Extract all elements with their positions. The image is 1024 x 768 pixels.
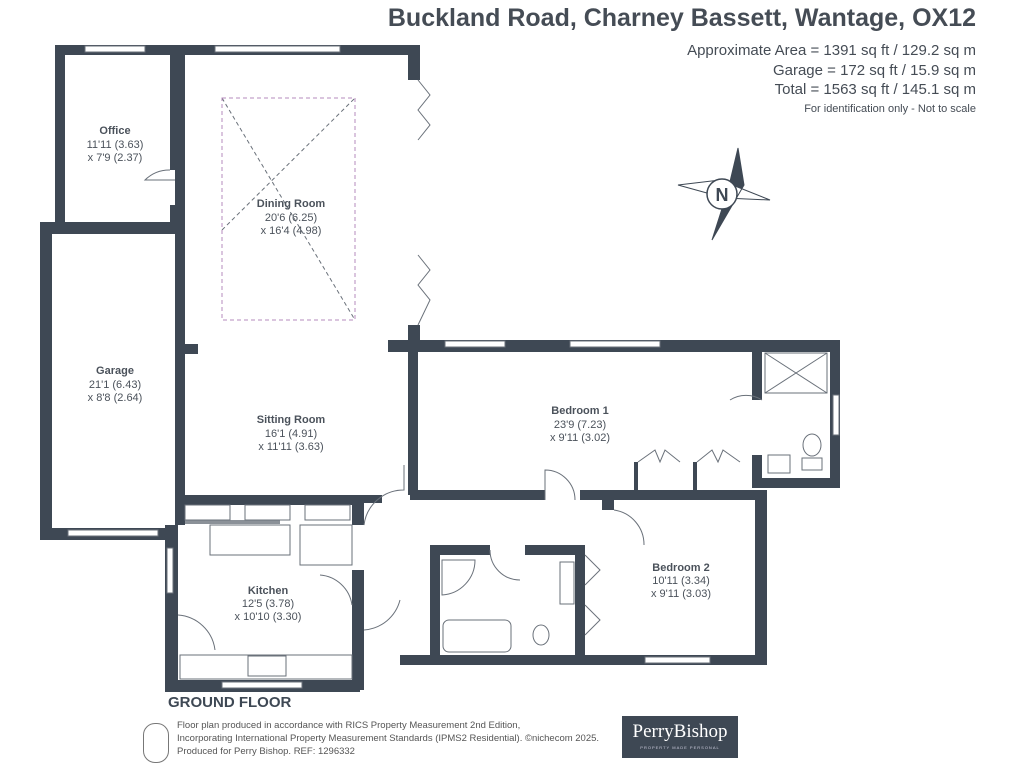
svg-text:11'11 (3.63): 11'11 (3.63) <box>87 139 144 151</box>
svg-text:x 8'8 (2.64): x 8'8 (2.64) <box>88 392 143 404</box>
svg-text:x 10'10 (3.30): x 10'10 (3.30) <box>235 611 302 623</box>
room-label-garage: Garage 21'1 (6.43) x 8'8 (2.64) <box>88 365 143 404</box>
walls <box>40 45 840 692</box>
svg-text:12'5 (3.78): 12'5 (3.78) <box>242 598 294 610</box>
svg-text:Bedroom 1: Bedroom 1 <box>551 405 608 417</box>
room-label-office: Office 11'11 (3.63) x 7'9 (2.37) <box>87 125 144 164</box>
svg-text:x 9'11 (3.02): x 9'11 (3.02) <box>550 432 610 444</box>
room-label-kitchen: Kitchen 12'5 (3.78) x 10'10 (3.30) <box>235 585 302 623</box>
approximate-area: Approximate Area = 1391 sq ft / 129.2 sq… <box>687 42 976 59</box>
room-label-sitting-room: Sitting Room 16'1 (4.91) x 11'11 (3.63) <box>257 414 326 453</box>
svg-text:Office: Office <box>99 125 130 137</box>
compass-north-label: N <box>716 185 729 205</box>
footer-line-2: Incorporating International Property Mea… <box>177 733 600 744</box>
doors <box>143 79 763 651</box>
logo-tagline: PROPERTY MADE PERSONAL <box>640 745 720 750</box>
svg-text:x 9'11 (3.03): x 9'11 (3.03) <box>651 588 711 600</box>
svg-text:Sitting Room: Sitting Room <box>257 414 326 426</box>
footer-line-3: Produced for Perry Bishop. REF: 1296332 <box>177 746 355 757</box>
fixtures <box>179 97 828 680</box>
property-address-title: Buckland Road, Charney Bassett, Wantage,… <box>387 4 976 32</box>
scale-note: For identification only - Not to scale <box>804 103 976 115</box>
svg-text:23'9 (7.23): 23'9 (7.23) <box>554 419 606 431</box>
footer-line-1: Floor plan produced in accordance with R… <box>177 720 521 731</box>
svg-text:Bedroom 2: Bedroom 2 <box>652 562 709 574</box>
perry-bishop-logo: PerryBishop PROPERTY MADE PERSONAL <box>622 716 738 758</box>
svg-text:x 11'11 (3.63): x 11'11 (3.63) <box>258 441 323 453</box>
svg-text:x 7'9 (2.37): x 7'9 (2.37) <box>88 152 143 164</box>
svg-text:x 16'4 (4.98): x 16'4 (4.98) <box>261 225 322 237</box>
svg-text:20'6 (6.25): 20'6 (6.25) <box>265 212 317 224</box>
svg-text:Dining Room: Dining Room <box>257 198 326 210</box>
svg-text:16'1 (4.91): 16'1 (4.91) <box>265 428 317 440</box>
footer-notes: Floor plan produced in accordance with R… <box>177 719 599 758</box>
svg-text:Kitchen: Kitchen <box>248 585 289 597</box>
room-label-dining-room: Dining Room 20'6 (6.25) x 16'4 (4.98) <box>257 198 326 237</box>
garage-area: Garage = 172 sq ft / 15.9 sq m <box>772 62 976 79</box>
compass-icon: N <box>677 147 771 241</box>
logo-name: PerryBishop <box>632 721 728 742</box>
room-label-bedroom-1: Bedroom 1 23'9 (7.23) x 9'11 (3.02) <box>550 405 610 444</box>
room-label-bedroom-2: Bedroom 2 10'11 (3.34) x 9'11 (3.03) <box>651 562 711 600</box>
person-info-icon <box>143 723 169 763</box>
svg-text:Garage: Garage <box>96 365 134 377</box>
svg-text:21'1 (6.43): 21'1 (6.43) <box>89 379 141 391</box>
svg-text:10'11 (3.34): 10'11 (3.34) <box>652 575 710 587</box>
total-area: Total = 1563 sq ft / 145.1 sq m <box>774 81 976 98</box>
windows <box>67 45 840 689</box>
floor-label: GROUND FLOOR <box>168 694 292 711</box>
